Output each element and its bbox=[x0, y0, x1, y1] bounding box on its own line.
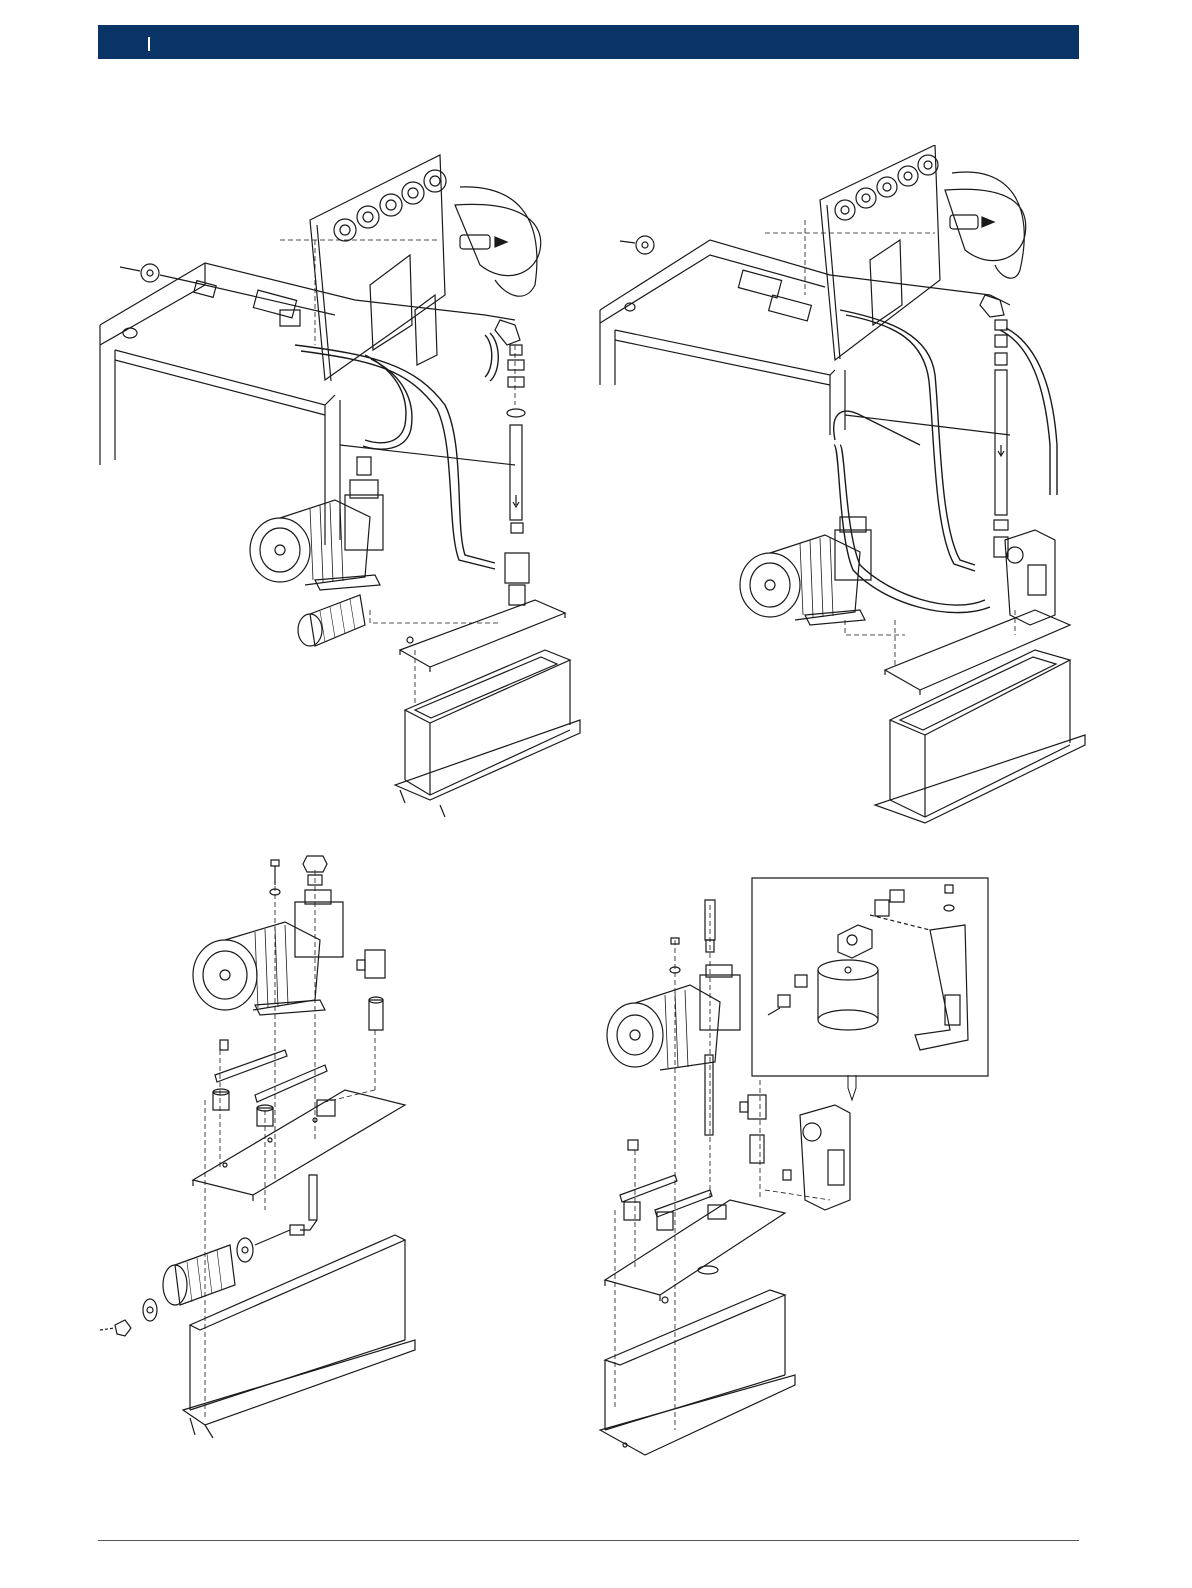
gauge-panel bbox=[820, 145, 940, 360]
header-marker bbox=[148, 37, 150, 51]
pump-motor bbox=[607, 965, 740, 1070]
reservoir-tank bbox=[600, 1290, 795, 1455]
diagram-pump-filter-bracket-exploded bbox=[590, 870, 1010, 1470]
fitting-column bbox=[495, 320, 529, 605]
gauges bbox=[835, 155, 938, 220]
diagram-pump-plate-strainer-exploded bbox=[95, 850, 575, 1470]
mount-brackets bbox=[213, 1040, 335, 1126]
reservoir-tank bbox=[875, 650, 1085, 823]
valve-fitting bbox=[740, 1095, 766, 1163]
diagram-pump-filter-assembly bbox=[95, 145, 595, 825]
header-bar bbox=[98, 25, 1079, 59]
knob-fittings bbox=[120, 264, 300, 326]
fitting-column bbox=[980, 295, 1008, 557]
suction-pipe bbox=[255, 1175, 317, 1245]
mounting-plate bbox=[193, 1090, 405, 1201]
extension-rod bbox=[705, 1055, 713, 1135]
pump-motor bbox=[250, 457, 383, 590]
hose-lines bbox=[834, 310, 1057, 613]
detail-inset bbox=[752, 878, 988, 1100]
bolts-top bbox=[670, 900, 715, 973]
pump-motor bbox=[193, 890, 343, 1015]
valve-fitting bbox=[357, 950, 385, 1030]
reservoir-tank bbox=[395, 650, 580, 817]
detail-callout bbox=[455, 187, 541, 296]
mounting-plate bbox=[605, 1200, 785, 1303]
bolts-top bbox=[270, 856, 327, 895]
gauge-panel bbox=[310, 155, 446, 381]
bench-table-frame bbox=[100, 263, 515, 545]
strainer-filter bbox=[298, 595, 365, 646]
footer-rule bbox=[98, 1540, 1079, 1541]
mounting-plate bbox=[400, 600, 565, 672]
strainer-parts bbox=[100, 1238, 253, 1336]
filter-bracket bbox=[1005, 530, 1055, 625]
diagram-pump-bracket-assembly bbox=[590, 145, 1100, 835]
detail-callout bbox=[945, 172, 1026, 278]
reservoir-tank bbox=[183, 1235, 415, 1438]
